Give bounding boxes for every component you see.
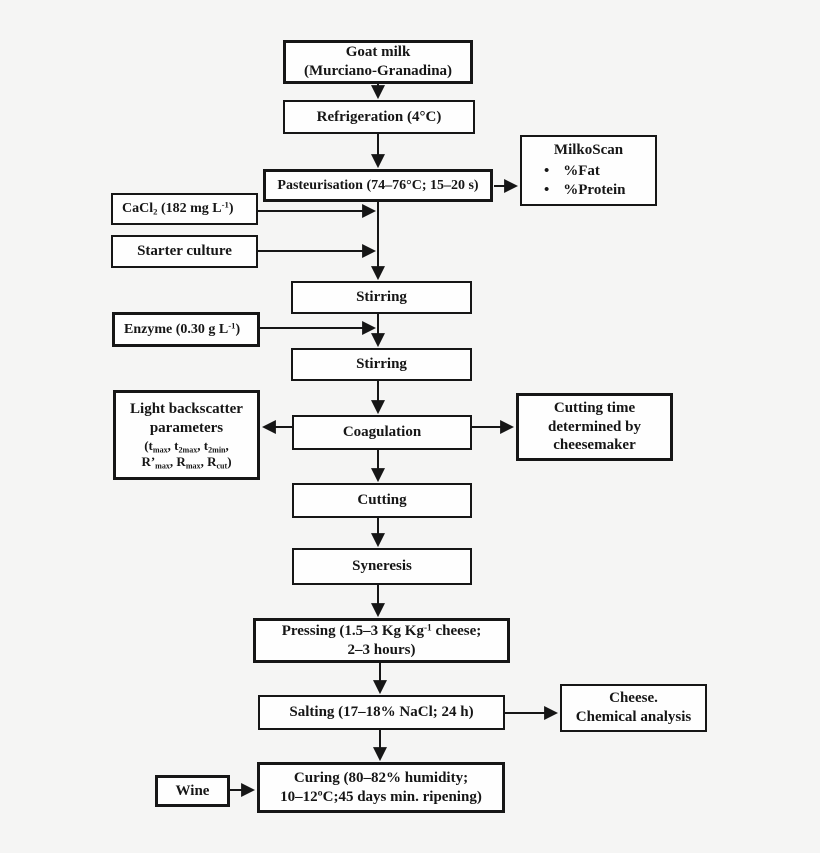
box-milkoscan: MilkoScan • %Fat • %Protein xyxy=(520,135,657,206)
box-stirring-2: Stirring xyxy=(291,348,472,381)
box-label: Pasteurisation (74–76°C; 15–20 s) xyxy=(277,177,479,193)
box-stirring-1: Stirring xyxy=(291,281,472,314)
box-label: Syneresis xyxy=(352,558,412,575)
box-cheese-analysis: Cheese. Chemical analysis xyxy=(560,684,707,732)
box-label: cheesemaker xyxy=(553,437,636,454)
bullet-icon: • xyxy=(544,163,550,180)
box-goat-milk: Goat milk (Murciano-Granadina) xyxy=(283,40,473,84)
box-label: Pressing (1.5–3 Kg Kg-1 cheese; xyxy=(281,622,482,639)
box-syneresis: Syneresis xyxy=(292,548,472,585)
box-label: Cheese. xyxy=(609,690,658,707)
backscatter-params-line-1: (tmax, t2max, t2min, xyxy=(144,437,229,454)
box-curing: Curing (80–82% humidity; 10–12ºC;45 days… xyxy=(257,762,505,813)
box-cutting: Cutting xyxy=(292,483,472,518)
box-label: (Murciano-Granadina) xyxy=(303,63,453,79)
box-salting: Salting (17–18% NaCl; 24 h) xyxy=(258,695,505,730)
box-label: Wine xyxy=(175,782,210,799)
box-label: CaCl2 (182 mg L-1) xyxy=(122,199,234,217)
box-label: 10–12ºC;45 days min. ripening) xyxy=(280,788,482,805)
box-label: Stirring xyxy=(356,289,407,306)
box-enzyme: Enzyme (0.30 g L-1) xyxy=(112,312,260,347)
box-starter-culture: Starter culture xyxy=(111,235,258,268)
bullet-label: %Fat xyxy=(563,163,600,180)
list-item: • %Protein xyxy=(544,181,625,200)
box-label: Starter culture xyxy=(137,243,232,260)
box-label: Coagulation xyxy=(342,424,422,441)
box-refrigeration: Refrigeration (4°C) xyxy=(283,100,475,134)
milkoscan-bullet-list: • %Fat • %Protein xyxy=(522,162,655,200)
box-label: Goat milk xyxy=(345,44,411,61)
backscatter-params-line-2: R’max, Rmax, Rcut) xyxy=(141,453,232,471)
bullet-icon: • xyxy=(544,181,550,198)
box-label: Cutting xyxy=(357,492,407,509)
box-label: Curing (80–82% humidity; xyxy=(293,769,469,786)
box-label: Enzyme (0.30 g L-1) xyxy=(124,320,241,337)
bullet-label: %Protein xyxy=(563,181,626,198)
box-cutting-time: Cutting time determined by cheesemaker xyxy=(516,393,673,461)
list-item: • %Fat xyxy=(544,162,600,181)
box-label: Chemical analysis xyxy=(575,709,692,725)
box-label: Refrigeration (4°C) xyxy=(316,108,442,125)
box-label: 2–3 hours) xyxy=(347,641,416,658)
box-label: determined by xyxy=(548,418,641,435)
box-label: MilkoScan xyxy=(553,142,624,159)
box-label: Light backscatter xyxy=(130,401,243,417)
box-wine: Wine xyxy=(155,775,230,807)
box-pressing: Pressing (1.5–3 Kg Kg-1 cheese; 2–3 hour… xyxy=(253,618,510,663)
box-label: Stirring xyxy=(356,356,407,373)
box-label: Cutting time xyxy=(553,399,636,416)
box-light-backscatter: Light backscatter parameters (tmax, t2ma… xyxy=(113,390,260,480)
box-label: parameters xyxy=(149,419,224,436)
box-pasteurisation: Pasteurisation (74–76°C; 15–20 s) xyxy=(263,169,493,202)
box-coagulation: Coagulation xyxy=(292,415,472,450)
box-label: Salting (17–18% NaCl; 24 h) xyxy=(289,704,474,721)
box-cacl2: CaCl2 (182 mg L-1) xyxy=(111,193,258,225)
